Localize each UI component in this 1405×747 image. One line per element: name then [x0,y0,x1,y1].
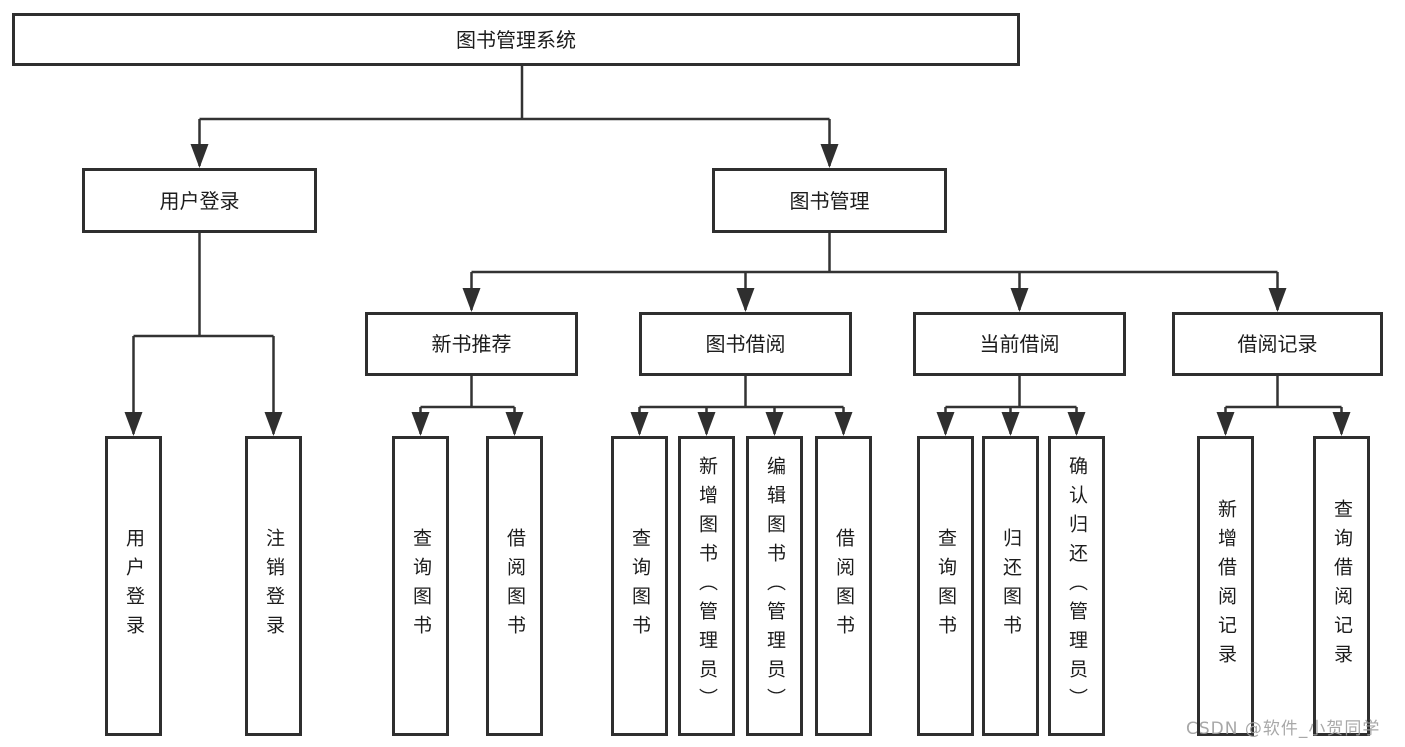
node-user-login-label: 用户登录 [159,188,240,213]
node-book-borrow: 图书借阅 [639,312,852,376]
node-book-management: 图书管理 [712,168,947,233]
node-root-library-system: 图书管理系统 [12,13,1020,66]
node-user-login: 用户登录 [82,168,317,233]
leaf-logout: 注销登录 [245,436,302,736]
leaf-borrow-books-recommend: 借阅图书 [486,436,543,736]
leaf-edit-books-admin: 编辑图书（管理员） [746,436,803,736]
leaf-confirm-return-admin-label: 确认归还（管理员） [1066,455,1088,717]
leaf-query-books-recommend-label: 查询图书 [410,528,432,644]
leaf-borrow-books-recommend-label: 借阅图书 [504,528,526,644]
leaf-query-books-current-label: 查询图书 [935,528,957,644]
node-root-label: 图书管理系统 [456,27,576,52]
node-new-book-recommend-label: 新书推荐 [431,332,512,356]
leaf-borrow-books: 借阅图书 [815,436,872,736]
leaf-query-books-current: 查询图书 [917,436,974,736]
node-borrow-records-label: 借阅记录 [1237,332,1318,356]
leaf-query-borrow-record-label: 查询借阅记录 [1331,499,1353,673]
node-new-book-recommend: 新书推荐 [365,312,578,376]
leaf-return-books-label: 归还图书 [1000,528,1022,644]
leaf-query-books-recommend: 查询图书 [392,436,449,736]
node-current-borrow-label: 当前借阅 [979,332,1060,356]
leaf-confirm-return-admin: 确认归还（管理员） [1048,436,1105,736]
leaf-add-borrow-record-label: 新增借阅记录 [1215,499,1237,673]
leaf-query-books-borrow: 查询图书 [611,436,668,736]
leaf-add-books-admin: 新增图书（管理员） [678,436,735,736]
leaf-query-books-borrow-label: 查询图书 [629,528,651,644]
leaf-user-login-label: 用户登录 [123,528,145,644]
node-book-management-label: 图书管理 [789,188,870,213]
csdn-watermark: CSDN @软件_小贺同学 [1186,719,1381,739]
node-current-borrow: 当前借阅 [913,312,1126,376]
leaf-borrow-books-label: 借阅图书 [833,528,855,644]
leaf-edit-books-admin-label: 编辑图书（管理员） [764,455,786,717]
leaf-user-login: 用户登录 [105,436,162,736]
leaf-logout-label: 注销登录 [263,528,285,644]
node-book-borrow-label: 图书借阅 [705,332,786,356]
leaf-return-books: 归还图书 [982,436,1039,736]
leaf-query-borrow-record: 查询借阅记录 [1313,436,1370,736]
leaf-add-borrow-record: 新增借阅记录 [1197,436,1254,736]
leaf-add-books-admin-label: 新增图书（管理员） [696,455,718,717]
node-borrow-records: 借阅记录 [1172,312,1383,376]
